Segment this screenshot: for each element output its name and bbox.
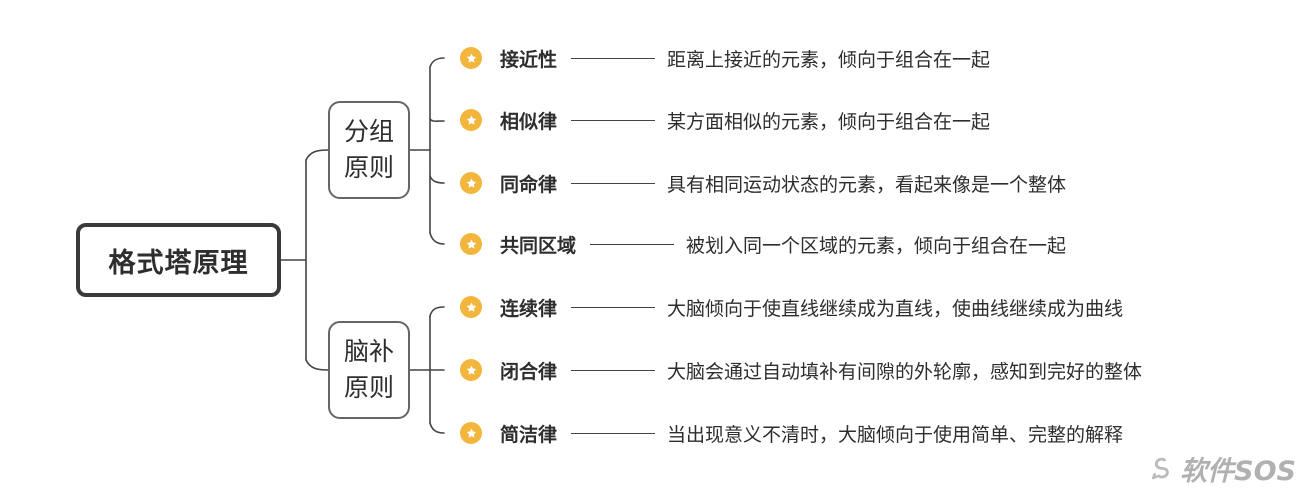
leaf-description: 被划入同一个区域的元素，倾向于组合在一起: [686, 234, 1067, 257]
star-icon: [460, 296, 482, 318]
root-title: 格式塔原理: [108, 247, 249, 279]
star-icon: [460, 172, 482, 194]
leaf-closure: 闭合律 大脑会通过自动填补有间隙的外轮廓，感知到完好的整体: [460, 355, 1142, 385]
leaf-description: 距离上接近的元素，倾向于组合在一起: [667, 48, 991, 71]
group-title-line-2: 原则: [343, 153, 394, 182]
watermark: 软件SOS: [1146, 449, 1296, 488]
leaf-label: 接近性: [500, 48, 558, 71]
leaf-similarity: 相似律 某方面相似的元素，倾向于组合在一起: [460, 105, 990, 135]
leaf-description: 大脑倾向于使直线继续成为直线，使曲线继续成为曲线: [667, 297, 1124, 320]
leaf-label: 简洁律: [500, 423, 558, 446]
group-node-grouping-principles: 分组 原则: [328, 101, 410, 199]
leaf-description: 具有相同运动状态的元素，看起来像是一个整体: [667, 173, 1067, 196]
star-icon: [460, 422, 482, 444]
leaf-label: 连续律: [500, 297, 558, 320]
leaf-common-region: 共同区域 被划入同一个区域的元素，倾向于组合在一起: [460, 229, 1066, 259]
star-icon: [460, 47, 482, 69]
root-node: 格式塔原理: [76, 223, 281, 297]
leaf-label: 相似律: [500, 110, 558, 133]
leaf-continuity: 连续律 大脑倾向于使直线继续成为直线，使曲线继续成为曲线: [460, 292, 1123, 322]
leaf-proximity: 接近性 距离上接近的元素，倾向于组合在一起: [460, 43, 990, 73]
star-icon: [460, 233, 482, 255]
leaf-description: 大脑会通过自动填补有间隙的外轮廓，感知到完好的整体: [667, 360, 1143, 383]
group-title-line-2: 原则: [343, 373, 394, 402]
leaf-connector-line: [571, 57, 656, 59]
leaf-label: 闭合律: [500, 360, 558, 383]
leaf-common-fate: 同命律 具有相同运动状态的元素，看起来像是一个整体: [460, 168, 1066, 198]
leaf-connector-line: [571, 182, 656, 184]
group-node-completion-principles: 脑补 原则: [328, 321, 410, 419]
leaf-connector-line: [590, 243, 675, 245]
leaf-connector-line: [571, 369, 656, 371]
leaf-connector-line: [571, 119, 656, 121]
group-title-line-1: 脑补: [343, 337, 394, 366]
leaf-description: 某方面相似的元素，倾向于组合在一起: [667, 110, 991, 133]
watermark-text: 软件SOS: [1180, 456, 1296, 487]
group-title-line-1: 分组: [343, 117, 394, 146]
leaf-label: 同命律: [500, 173, 558, 196]
leaf-label: 共同区域: [500, 234, 577, 257]
logo-icon: [1146, 455, 1174, 483]
leaf-connector-line: [571, 432, 656, 434]
star-icon: [460, 109, 482, 131]
leaf-connector-line: [571, 306, 656, 308]
star-icon: [460, 359, 482, 381]
leaf-simplicity: 简洁律 当出现意义不清时，大脑倾向于使用简单、完整的解释: [460, 418, 1123, 448]
leaf-description: 当出现意义不清时，大脑倾向于使用简单、完整的解释: [667, 423, 1124, 446]
